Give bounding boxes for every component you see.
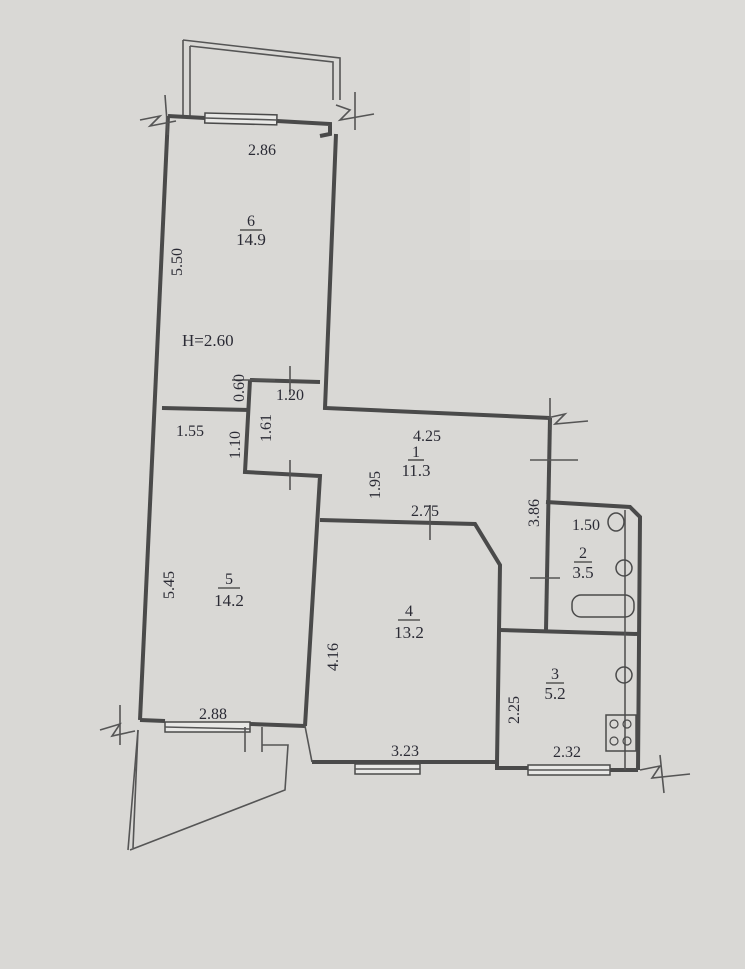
dimension-1-95: 1.95 [367,471,384,499]
room-1-number: 1 [412,444,420,461]
dimension-1-61: 1.61 [258,414,275,442]
ceiling-height-label: H=2.60 [182,331,234,350]
dimension-1-50: 1.50 [572,517,600,534]
kitchen-sink-icon [615,666,633,684]
outer-walls [138,114,643,772]
room-4-number: 4 [405,603,413,620]
room-6-number: 6 [247,213,255,230]
room-5-area: 14.2 [214,591,244,610]
toilet-icon [607,512,625,532]
washbasin-icon [615,559,633,577]
dimension-1-55: 1.55 [176,423,204,440]
room-4-area: 13.2 [394,623,424,642]
room-2-area: 3.5 [572,563,593,582]
dimension-1-20: 1.20 [276,387,304,404]
room-1-area: 11.3 [401,461,430,480]
dimension-2-88: 2.88 [199,706,227,723]
dimension-5-50: 5.50 [169,248,186,276]
area-rules [218,229,592,684]
room-5-number: 5 [225,571,233,588]
paper-highlight [470,0,745,260]
windows [164,112,611,776]
dimension-2-32: 2.32 [553,744,581,761]
top-balcony [182,39,341,117]
bathtub-icon [571,594,635,618]
room-labels: 6 14.9 1 11.3 4 13.2 5 14.2 2 3.5 3 5.2 … [182,213,594,703]
room-6-area: 14.9 [236,230,266,249]
dimension-0-60: 0.60 [231,374,248,402]
bottom-balcony [127,729,289,851]
stove-icon [605,714,637,752]
break-marks [99,92,691,794]
bathroom-fixtures [571,512,637,752]
room-3-number: 3 [551,666,559,683]
dimension-4-25: 4.25 [413,428,441,445]
dimension-3-86: 3.86 [526,499,543,527]
dimension-1-10: 1.10 [227,431,244,459]
dimension-5-45: 5.45 [161,571,178,599]
dimension-2-86: 2.86 [248,142,276,159]
dimension-labels: 2.86 5.50 0.60 1.20 1.55 1.10 1.61 4.25 … [161,142,600,761]
dimension-4-16: 4.16 [325,643,342,671]
dimension-3-23: 3.23 [391,743,419,760]
dimension-2-25: 2.25 [506,696,523,724]
dimension-2-75: 2.75 [411,503,439,520]
room-2-number: 2 [579,545,587,562]
room-3-area: 5.2 [544,684,565,703]
